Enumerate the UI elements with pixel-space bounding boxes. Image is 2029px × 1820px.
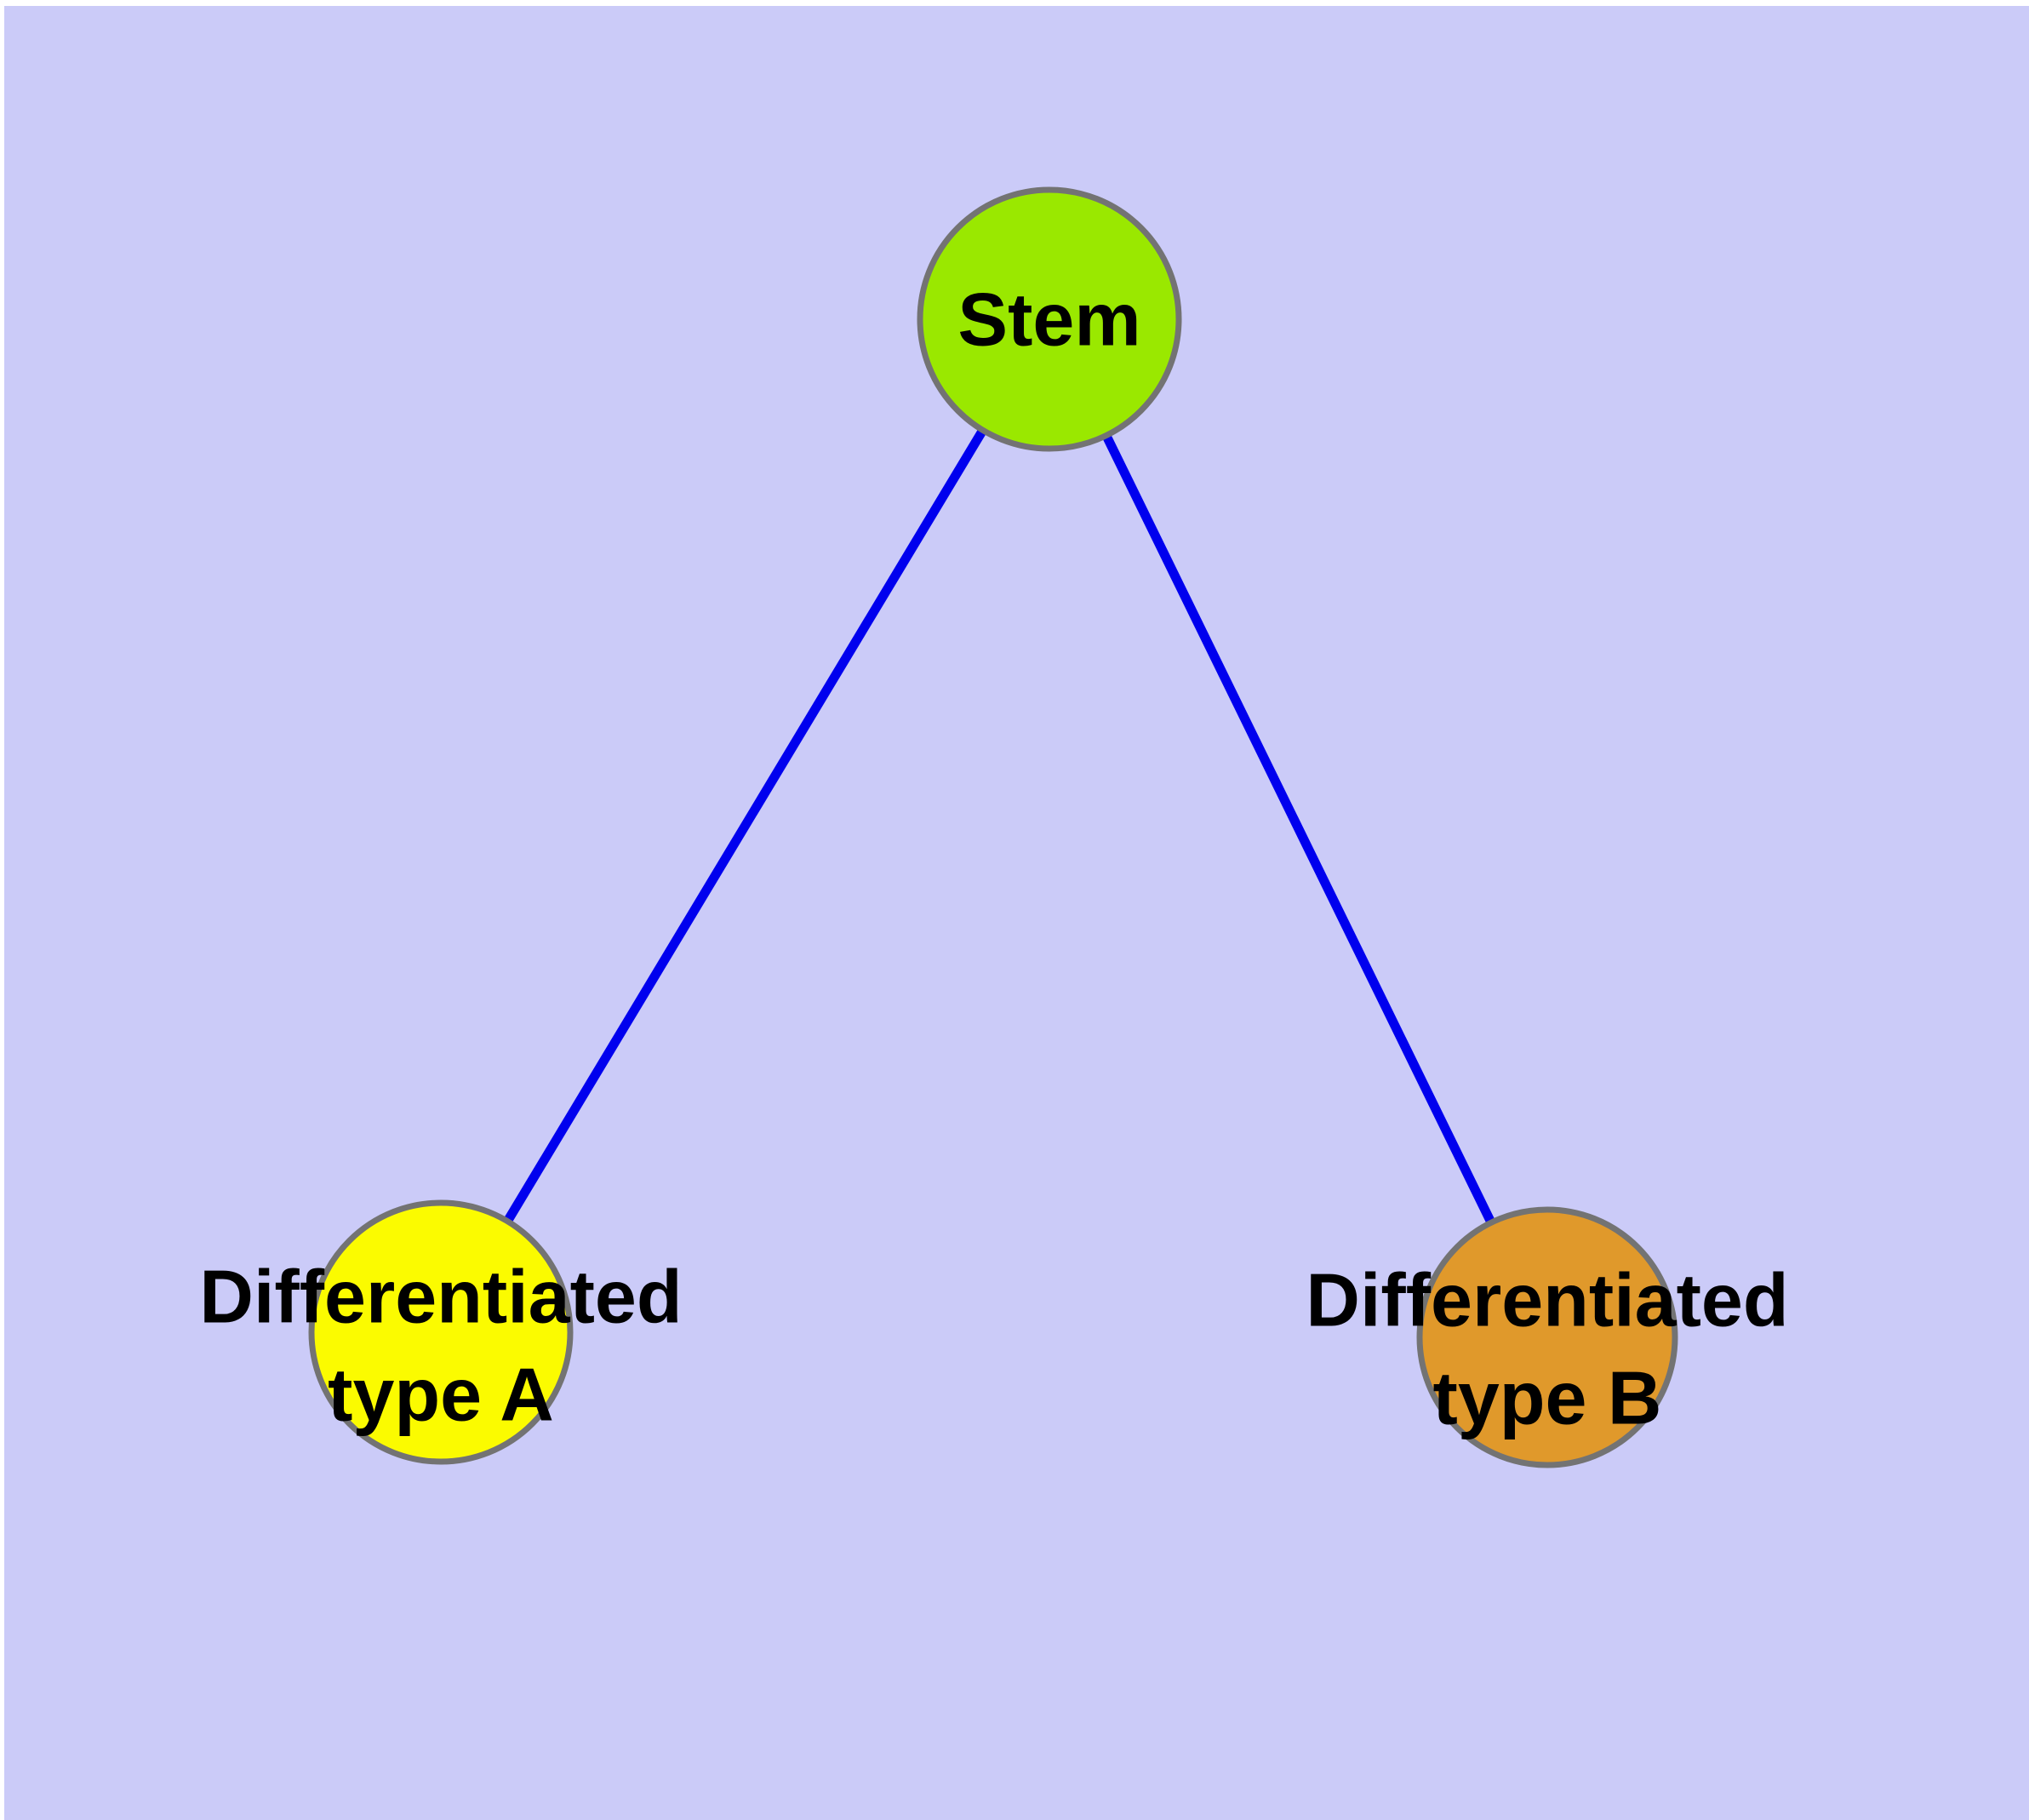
type-b-node-circle: [1416, 1206, 1678, 1468]
stem-node-circle: [917, 186, 1182, 452]
type-b-node-label-line2: type B: [1433, 1356, 1662, 1440]
edge-stem-to-type-a: [503, 427, 987, 1224]
edge-stem-to-type-b: [1102, 433, 1495, 1223]
type-a-node-label-line1: Differentiated: [199, 1255, 682, 1339]
stem-node-label: Stem: [957, 278, 1140, 362]
type-a-node-circle: [308, 1199, 574, 1465]
type-b-node-label-line1: Differentiated: [1306, 1258, 1788, 1342]
type-a-node-label-line2: type A: [328, 1353, 554, 1437]
